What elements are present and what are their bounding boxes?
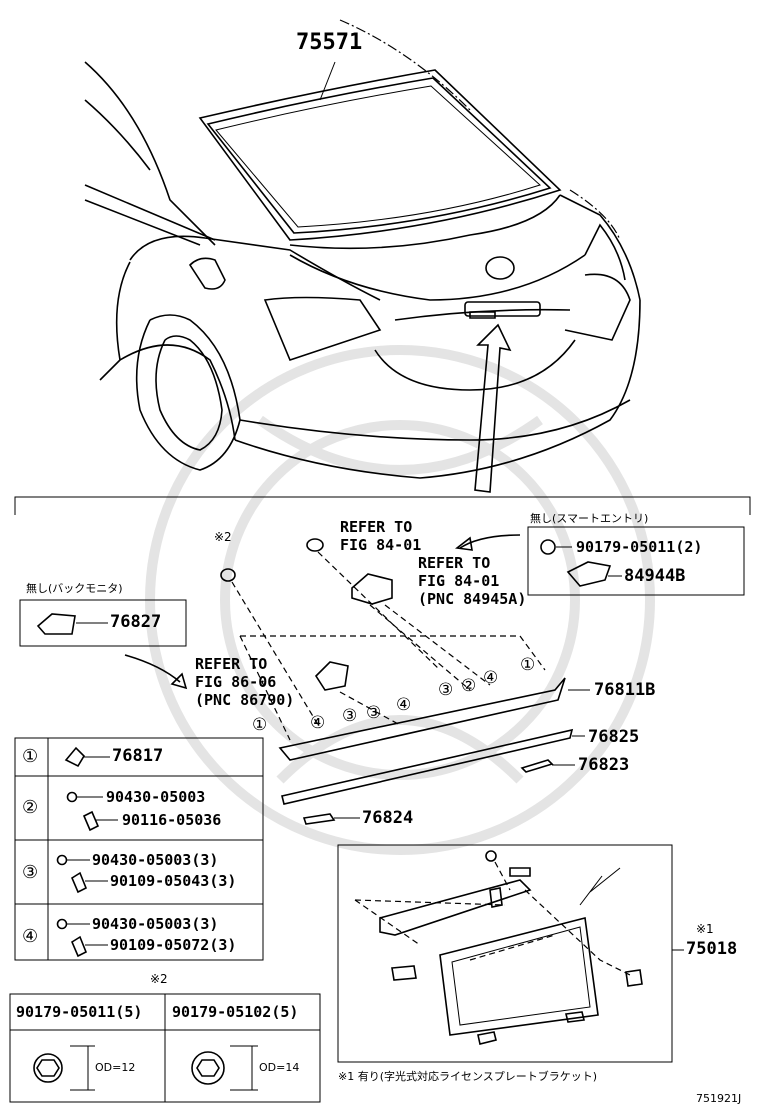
circled-3-c: ③ [342,706,358,726]
back-window-glass [198,69,562,241]
refer-label-c[interactable]: REFER TO FIG 86-06 (PNC 86790) [195,655,294,709]
nut-icon [540,539,572,555]
watermark [145,345,655,855]
nut-col-1-od: OD=12 [95,1061,136,1074]
pad-76824 [302,813,360,825]
nut-col-2-part[interactable]: 90179-05102(5) [172,1003,299,1021]
switch-84945a-icon [351,573,393,605]
pad-76823 [520,759,575,773]
clip-refer-icon [306,538,324,552]
refer-a-line2: FIG 84-01 [340,536,422,554]
circled-2: ② [461,676,477,696]
kit-row-4-part-2[interactable]: 90109-05072(3) [110,936,237,954]
part-label-75571[interactable]: 75571 [296,30,363,55]
kit-row-3-part-2[interactable]: 90109-05043(3) [110,872,237,890]
refer-c-line1: REFER TO [195,655,268,673]
part-label-76823[interactable]: 76823 [578,755,630,775]
pointer-arrow [474,323,512,493]
circled-3-b: ③ [366,703,382,723]
refer-label-a[interactable]: REFER TO FIG 84-01 [340,518,421,554]
refer-b-line3: (PNC 84945A) [418,590,527,608]
refer-a-line1: REFER TO [340,518,413,536]
footnote: ※1 有り(字光式対応ライセンスプレートブラケット) [338,1070,598,1083]
nut-table [9,993,321,1103]
kit-row-4-part-1[interactable]: 90430-05003(3) [92,915,219,933]
garnish-76811b [278,677,590,761]
part-label-76811b[interactable]: 76811B [594,680,656,700]
circled-4-lower: ④ [310,713,326,733]
refer-b-line1: REFER TO [418,554,491,572]
back-monitor-box [19,599,187,647]
part-label-76827[interactable]: 76827 [110,612,162,632]
figure-id: 751921J [696,1092,742,1105]
part-label-76824[interactable]: 76824 [362,808,414,828]
camera-86790-icon [314,661,349,691]
camera-76827-icon [36,613,108,635]
sensor-84944b-icon [566,561,622,587]
kit-row-3-part-1[interactable]: 90430-05003(3) [92,851,219,869]
kit-row-4-num: ④ [22,926,39,947]
part-label-84944b[interactable]: 84944B [624,566,686,586]
bracket-box-75018 [337,844,684,1063]
nut-col-2-od: OD=14 [259,1061,300,1074]
moulding-76825 [281,728,585,805]
kit-row-1-num: ① [22,746,39,767]
nut-col-1-part[interactable]: 90179-05011(5) [16,1003,143,1021]
note2-marker-table: ※2 [150,972,168,986]
kit-row-1-part-1[interactable]: 76817 [112,746,164,766]
refer-c-line2: FIG 86-06 [195,673,277,691]
back-monitor-label: 無し(バックモニタ) [26,582,123,595]
circled-1-lower: ① [252,715,268,735]
part-label-90179-05011-2[interactable]: 90179-05011(2) [576,538,703,556]
part-label-76825[interactable]: 76825 [588,727,640,747]
car-body [84,61,641,479]
kit-row-2-part-2[interactable]: 90116-05036 [122,811,222,829]
circled-3-a: ③ [438,680,454,700]
smart-entry-box [527,526,745,596]
circled-4-upper: ④ [483,668,499,688]
kit-table [14,737,264,961]
smart-entry-label: 無し(スマートエントリ) [530,512,649,525]
refer-c-line3: (PNC 86790) [195,691,295,709]
refer-b-line2: FIG 84-01 [418,572,500,590]
refer-label-b[interactable]: REFER TO FIG 84-01 (PNC 84945A) [418,554,526,608]
part-label-75018[interactable]: 75018 [686,939,738,959]
circled-4-mid: ④ [396,695,412,715]
clip-note2-icon [220,568,236,582]
note2-marker-top: ※2 [214,530,232,544]
kit-row-2-part-1[interactable]: 90430-05003 [106,788,206,806]
note1-marker: ※1 [696,922,714,936]
kit-row-3-num: ③ [22,862,39,883]
kit-row-2-num: ② [22,797,39,818]
circled-1-upper: ① [520,655,536,675]
